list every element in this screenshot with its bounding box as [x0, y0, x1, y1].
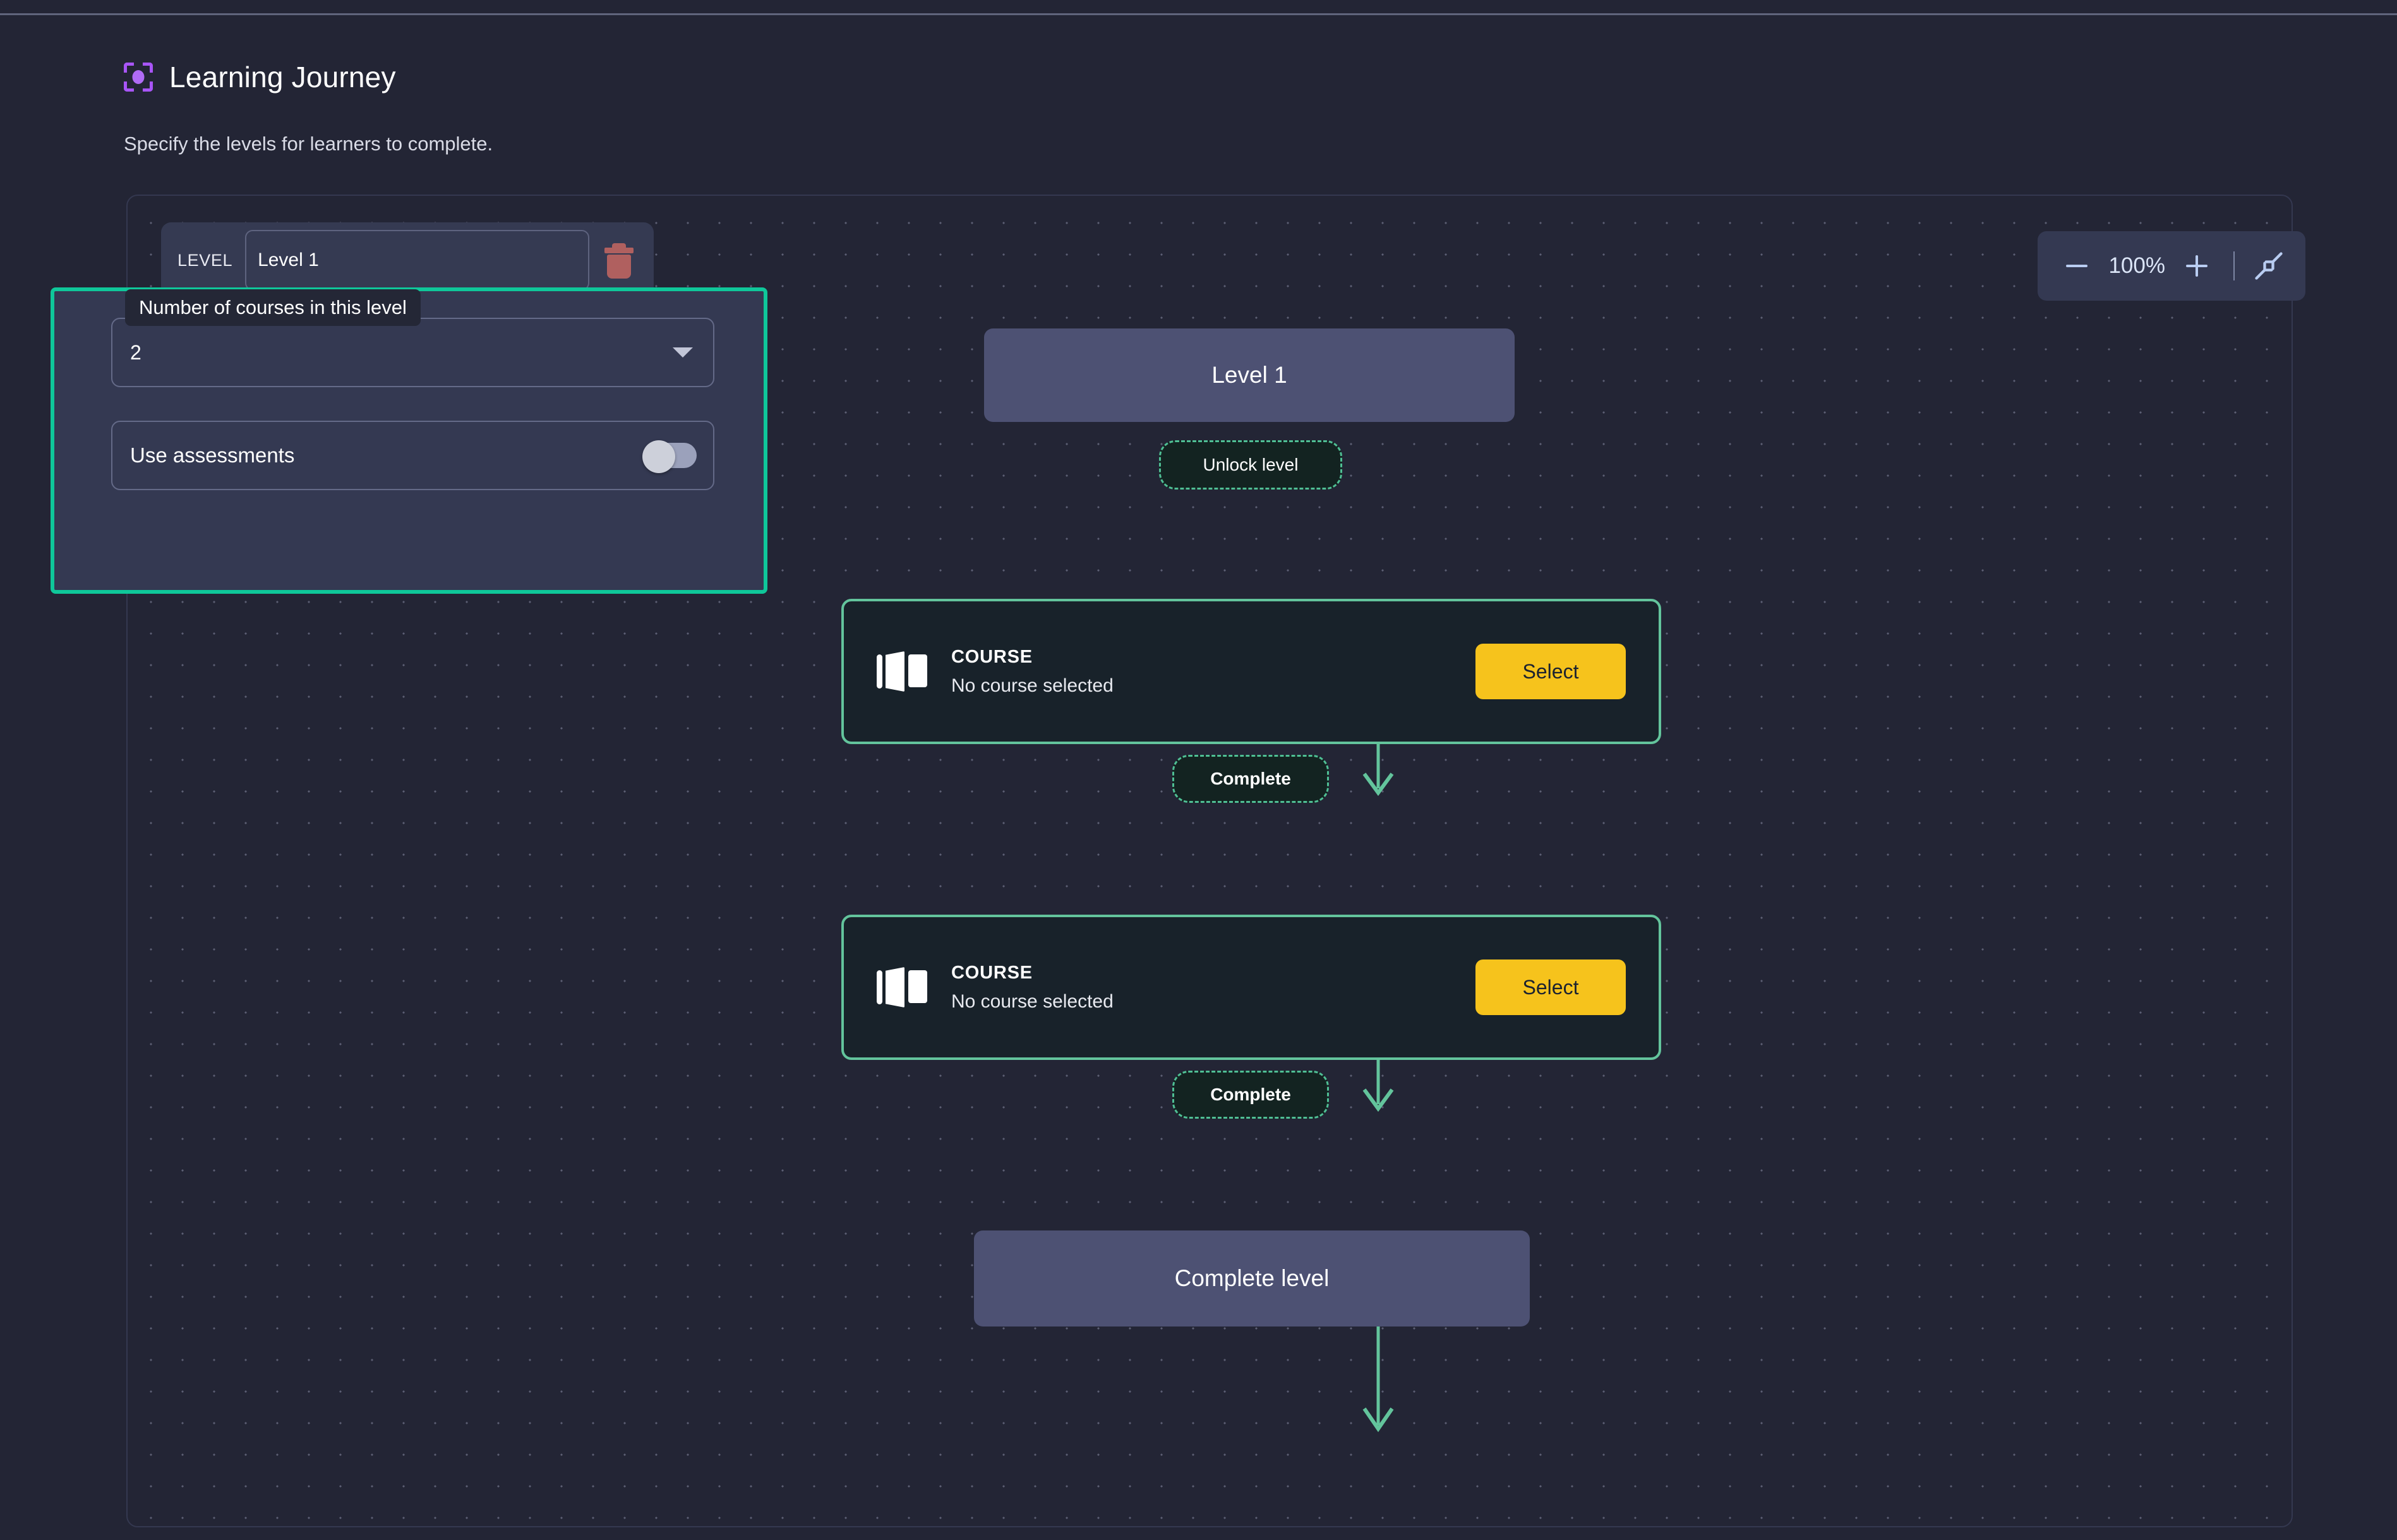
use-assessments-row[interactable]: Use assessments: [111, 421, 714, 490]
badge-unlock-level[interactable]: Unlock level: [1159, 440, 1342, 490]
page-title: Learning Journey: [169, 61, 396, 93]
open-book-icon: [877, 651, 927, 692]
select-course-button[interactable]: Select: [1475, 644, 1626, 699]
courses-count-select[interactable]: Number of courses in this level 2: [111, 289, 714, 387]
use-assessments-label: Use assessments: [130, 443, 295, 467]
trash-icon[interactable]: [602, 241, 637, 279]
level-card[interactable]: LEVEL: [161, 222, 654, 298]
course-card[interactable]: COURSE No course selected Select: [841, 915, 1661, 1060]
edge-complete2-to-end: [1362, 1314, 1394, 1433]
course-kind-label: COURSE: [951, 962, 1033, 983]
scan-focus-icon: [124, 63, 153, 92]
select-course-button[interactable]: Select: [1475, 959, 1626, 1015]
badge-complete[interactable]: Complete: [1172, 755, 1329, 803]
level-label: LEVEL: [177, 250, 233, 270]
page-header: Learning Journey: [124, 60, 396, 94]
course-kind-label: COURSE: [951, 646, 1033, 667]
plus-icon[interactable]: [2174, 243, 2220, 289]
open-book-icon: [877, 967, 927, 1008]
level-settings-panel: Number of courses in this level 2 Use as…: [51, 287, 767, 594]
minus-icon[interactable]: [2054, 243, 2100, 289]
chevron-down-icon: [673, 347, 693, 358]
course-status-text: No course selected: [951, 990, 1114, 1012]
top-divider: [0, 13, 2397, 15]
use-assessments-toggle[interactable]: [642, 440, 697, 473]
course-status-text: No course selected: [951, 675, 1114, 696]
courses-count-value: 2: [130, 340, 141, 364]
badge-complete[interactable]: Complete: [1172, 1071, 1329, 1119]
node-complete-level[interactable]: Complete level: [974, 1230, 1530, 1326]
fit-to-screen-icon[interactable]: [2249, 246, 2289, 286]
level-name-input[interactable]: [245, 230, 589, 291]
zoom-control: 100%: [2038, 231, 2305, 301]
courses-count-tooltip: Number of courses in this level: [125, 289, 421, 326]
course-card[interactable]: COURSE No course selected Select: [841, 599, 1661, 744]
page-subtitle: Specify the levels for learners to compl…: [124, 133, 493, 155]
zoom-level-value: 100%: [2108, 253, 2165, 278]
zoom-divider: [2233, 251, 2235, 280]
node-level-start[interactable]: Level 1: [984, 328, 1515, 422]
